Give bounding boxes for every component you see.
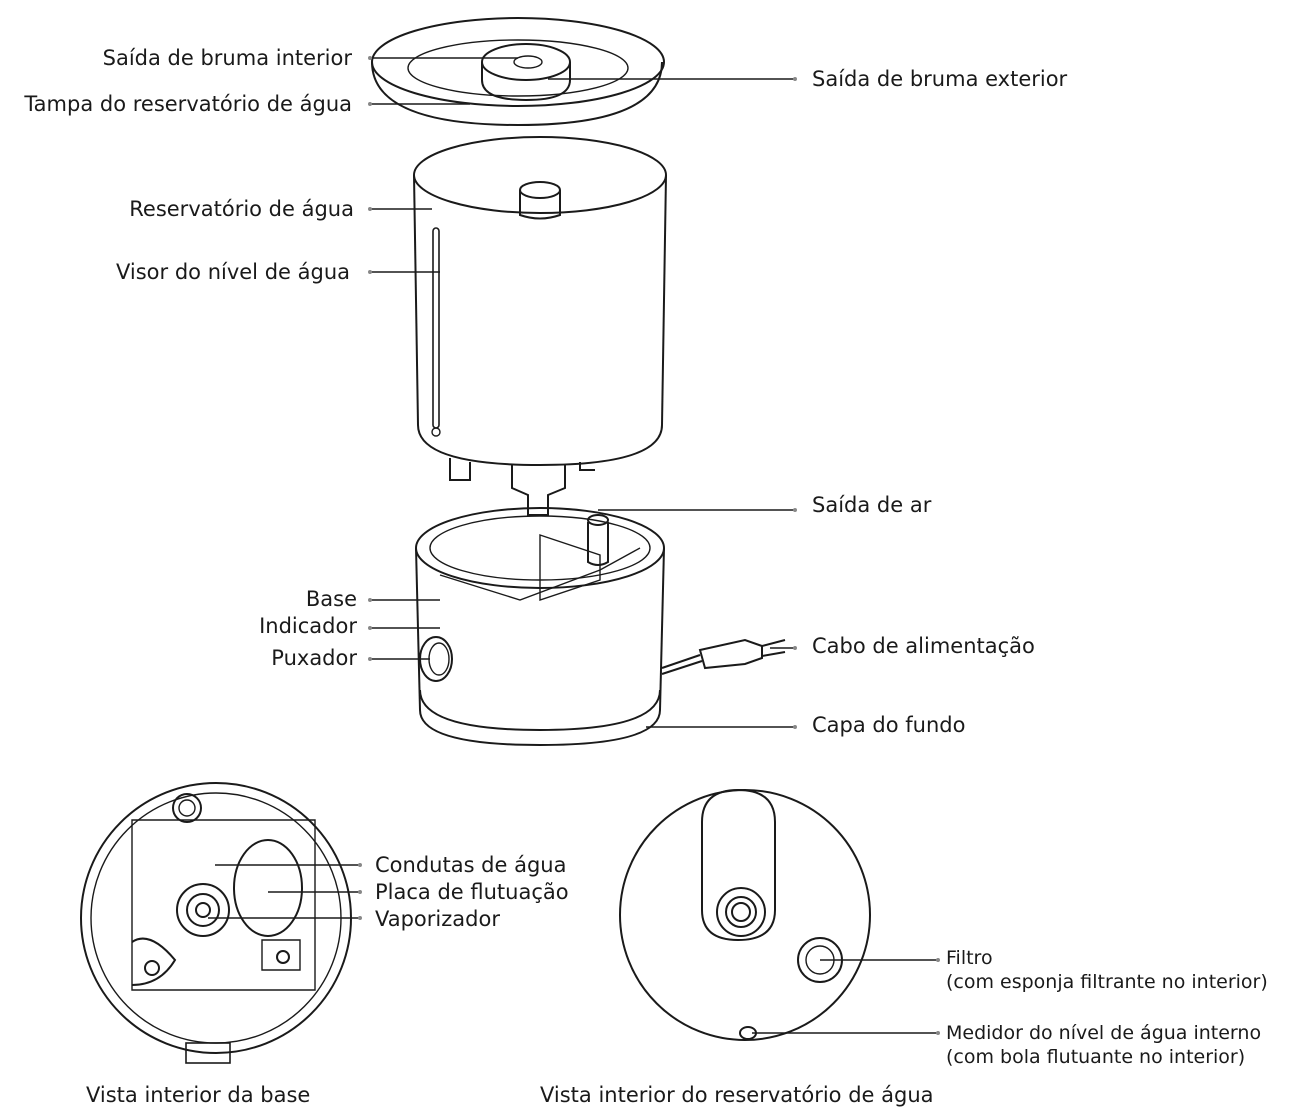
label-float-plate: Placa de flutuação [375,879,569,905]
label-power-cable: Cabo de alimentação [812,633,1035,659]
label-filter: Filtro [946,945,993,971]
label-gauge-note: (com bola flutuante no interior) [946,1044,1245,1070]
caption-base-interior: Vista interior da base [86,1082,310,1108]
label-outer-mist-outlet: Saída de bruma exterior [812,66,1067,92]
base-drawing [416,508,785,745]
label-bottom-cover: Capa do fundo [812,712,965,738]
label-water-tank: Reservatório de água [129,196,354,222]
label-internal-level-gauge: Medidor do nível de água interno [946,1020,1261,1046]
label-indicator: Indicador [259,613,357,639]
label-water-ducts: Condutas de água [375,852,566,878]
base-interior-drawing [81,783,351,1063]
label-knob: Puxador [271,645,357,671]
label-water-level-window: Visor do nível de água [116,259,350,285]
label-vaporizer: Vaporizador [375,906,500,932]
caption-tank-interior: Vista interior do reservatório de água [540,1082,934,1108]
label-base: Base [306,586,357,612]
tank-drawing [414,137,666,515]
label-filter-note: (com esponja filtrante no interior) [946,969,1268,995]
label-air-outlet: Saída de ar [812,492,931,518]
tank-interior-drawing [620,790,870,1040]
label-tank-lid: Tampa do reservatório de água [24,91,352,117]
lid-drawing [372,18,664,125]
label-inner-mist-outlet: Saída de bruma interior [103,45,352,71]
